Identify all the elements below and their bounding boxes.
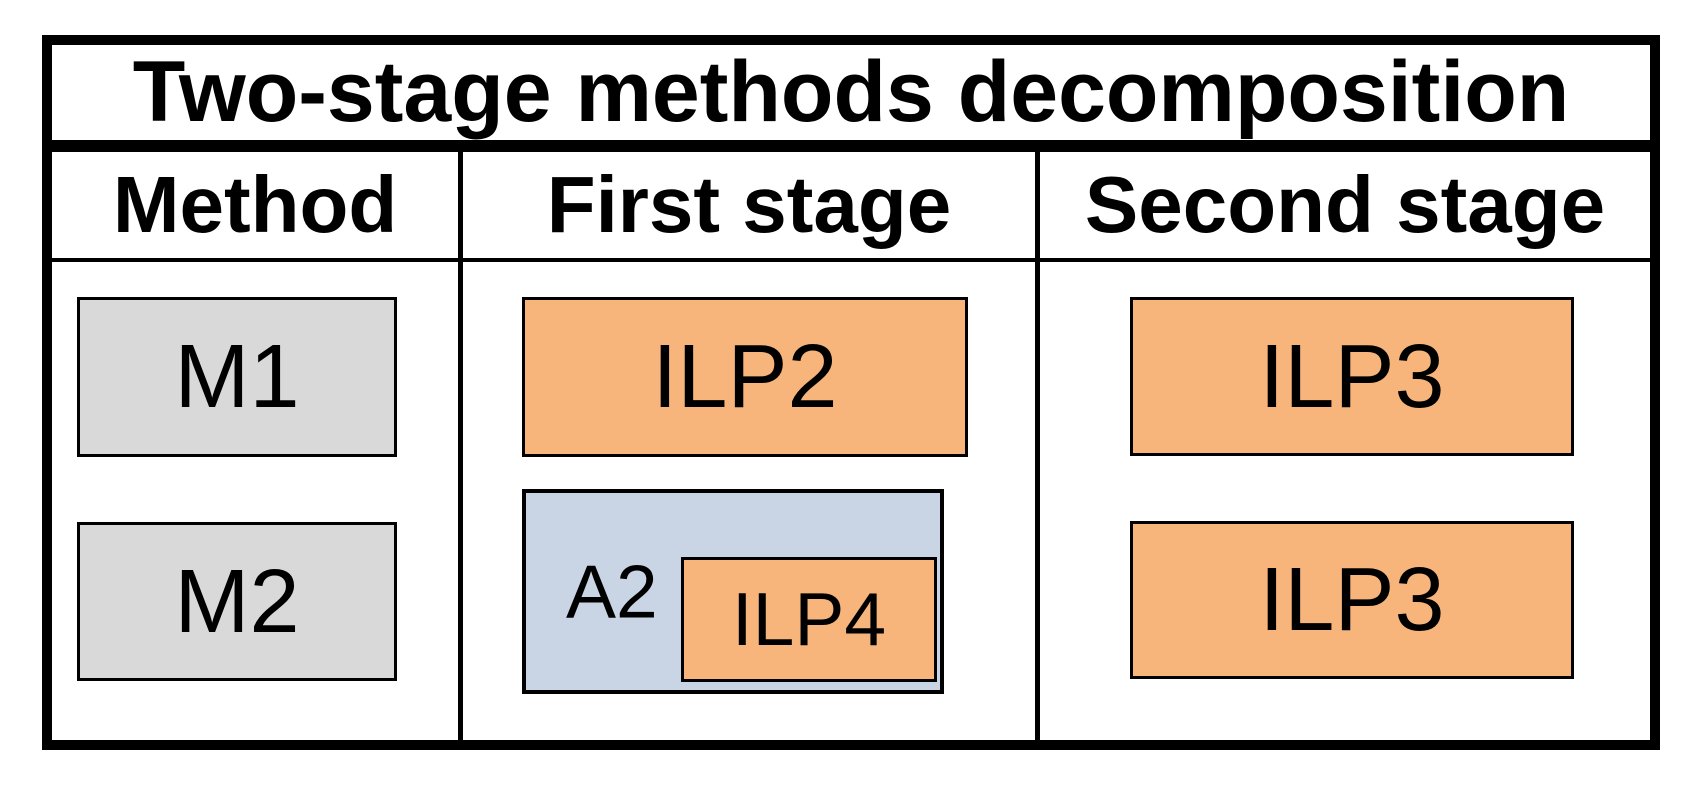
method-box-m2: M2 (77, 522, 397, 681)
second-stage-box-ilp3-row1: ILP3 (1130, 297, 1574, 456)
first-stage-box-ilp4: ILP4 (681, 557, 937, 682)
table-title: Two-stage methods decomposition (52, 44, 1650, 152)
first-stage-column-cell: ILP2 A2 ILP4 (458, 262, 1040, 740)
table-body-row: M1 M2 ILP2 A2 ILP4 ILP3 ILP3 (52, 262, 1650, 740)
first-stage-container-a2: A2 ILP4 (522, 489, 944, 694)
table-header-row: Method First stage Second stage (52, 152, 1650, 262)
method-column-cell: M1 M2 (52, 262, 458, 740)
two-stage-decomposition-table: Two-stage methods decomposition Method F… (42, 35, 1660, 750)
second-stage-box-ilp3-row2: ILP3 (1130, 521, 1574, 679)
column-header-method: Method (112, 160, 398, 249)
first-stage-box-ilp2: ILP2 (522, 297, 968, 457)
column-header-second-stage: Second stage (1084, 160, 1606, 249)
method-box-m1: M1 (77, 297, 397, 457)
a2-label: A2 (566, 549, 658, 633)
second-stage-column-cell: ILP3 ILP3 (1040, 262, 1650, 740)
column-header-first-stage: First stage (458, 152, 1040, 258)
